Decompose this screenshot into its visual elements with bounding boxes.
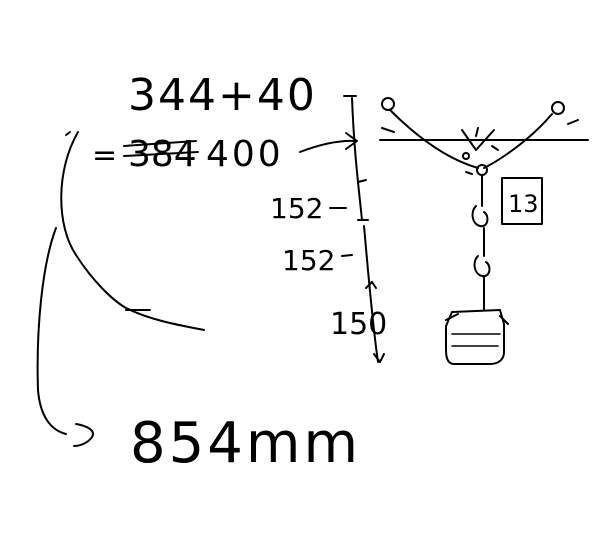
lower-hook-icon <box>473 255 491 278</box>
arrow-to-dimension <box>299 139 357 153</box>
equals-sign: = <box>92 138 117 173</box>
sum-result: 400 <box>206 134 284 175</box>
right-sling <box>483 113 553 169</box>
strikethrough-lines <box>123 140 199 157</box>
dimension-segment-2 <box>363 225 379 363</box>
arrow-head-icon <box>345 132 358 150</box>
link-mark <box>465 171 473 175</box>
segment-label-2-dash <box>341 254 353 257</box>
result-arrow-icon <box>73 423 94 447</box>
left-sling <box>389 109 479 169</box>
label-box-number: 13 <box>508 190 539 218</box>
dimension-up-arrow-icon <box>365 281 377 289</box>
master-link-icon <box>476 164 488 176</box>
label-box <box>501 177 543 225</box>
left-anchor-mark <box>381 127 395 133</box>
sum-expression: 344+40 <box>128 70 317 121</box>
right-anchor-icon <box>551 101 565 115</box>
right-anchor-mark <box>567 119 579 125</box>
grouping-curve <box>60 131 205 331</box>
dimension-tick-2 <box>357 179 367 183</box>
dimension-down-arrow-icon <box>373 353 385 363</box>
load-block <box>445 309 505 365</box>
shackle-left-icon <box>462 152 470 160</box>
segment-label-1: 152 <box>270 192 323 225</box>
center-sling <box>461 129 495 151</box>
dimension-segment-1 <box>351 97 363 221</box>
load-block-bands <box>451 333 501 347</box>
segment-label-3: 150 <box>330 307 387 342</box>
result-curve <box>36 227 67 435</box>
segment-label-2: 152 <box>282 244 335 277</box>
load-block-lugs <box>445 313 509 325</box>
sling-marks <box>475 127 499 151</box>
upper-hook-icon <box>471 205 489 228</box>
curve-tick <box>65 131 71 136</box>
left-anchor-icon <box>381 97 395 111</box>
total-length: 854mm <box>130 411 361 476</box>
